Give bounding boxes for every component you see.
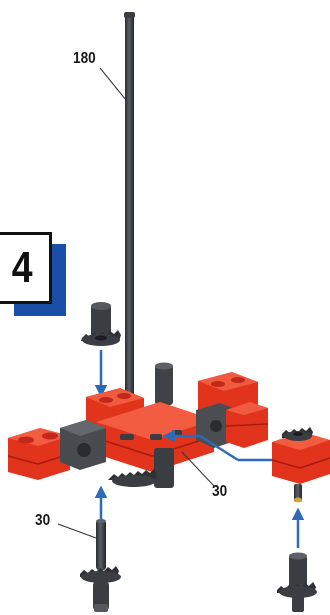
axle-30-icon — [96, 519, 106, 570]
gray-building-block-icon — [60, 420, 106, 470]
label-leader-30-left — [58, 524, 96, 538]
step-number-box: 4 — [0, 232, 52, 304]
axle-180-label: 180 — [73, 50, 96, 68]
spur-gear-icon — [277, 553, 317, 613]
spur-gear-icon — [81, 302, 121, 346]
spur-gear-icon — [282, 427, 313, 441]
axle-180-icon — [124, 12, 135, 409]
axle-30-left-label: 30 — [35, 512, 50, 530]
step-number: 4 — [12, 243, 32, 293]
label-leader-180 — [100, 68, 126, 100]
spur-gear-icon — [80, 566, 121, 612]
red-building-block-icon — [226, 402, 268, 448]
axle-30-right-label: 30 — [212, 483, 227, 501]
